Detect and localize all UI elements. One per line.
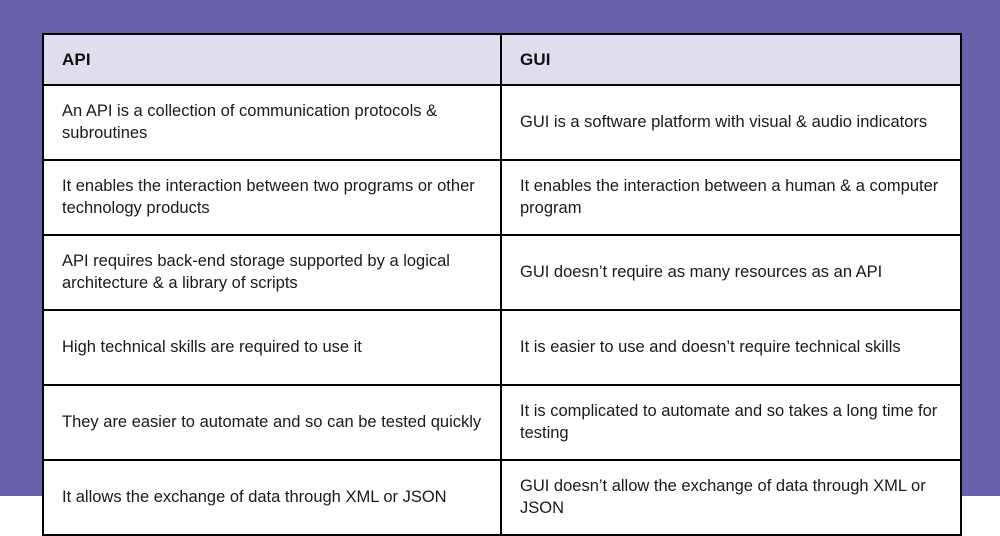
api-vs-gui-comparison-table: API GUI An API is a collection of commun… [42, 33, 962, 536]
cell-api: They are easier to automate and so can b… [42, 384, 502, 461]
cell-gui: It is complicated to automate and so tak… [500, 384, 962, 461]
table-body: An API is a collection of communication … [42, 84, 962, 536]
cell-gui: It is easier to use and doesn’t require … [500, 309, 962, 386]
table-row: It allows the exchange of data through X… [42, 459, 962, 536]
cell-gui: GUI doesn’t require as many resources as… [500, 234, 962, 311]
cell-api: An API is a collection of communication … [42, 84, 502, 161]
table-header-row: API GUI [42, 33, 962, 86]
cell-text: API requires back-end storage supported … [62, 251, 450, 292]
cell-gui: It enables the interaction between a hum… [500, 159, 962, 236]
cell-api: High technical skills are required to us… [42, 309, 502, 386]
cell-text: An API is a collection of communication … [62, 101, 438, 142]
cell-text: GUI doesn’t require as many resources as… [520, 262, 883, 281]
cell-text: GUI is a software platform with visual &… [520, 112, 928, 131]
cell-text: It enables the interaction between two p… [62, 176, 475, 217]
column-header-api: API [42, 33, 502, 86]
cell-text: GUI doesn’t allow the exchange of data t… [520, 476, 926, 517]
cell-api: API requires back-end storage supported … [42, 234, 502, 311]
cell-text: It allows the exchange of data through X… [62, 487, 447, 506]
table-header: API GUI [42, 33, 962, 86]
cell-api: It enables the interaction between two p… [42, 159, 502, 236]
table-row: API requires back-end storage supported … [42, 234, 962, 311]
cell-text: High technical skills are required to us… [62, 337, 362, 356]
table-row: They are easier to automate and so can b… [42, 384, 962, 461]
cell-text: It is easier to use and doesn’t require … [520, 337, 901, 356]
table-row: An API is a collection of communication … [42, 84, 962, 161]
table-row: It enables the interaction between two p… [42, 159, 962, 236]
cell-gui: GUI doesn’t allow the exchange of data t… [500, 459, 962, 536]
cell-api: It allows the exchange of data through X… [42, 459, 502, 536]
column-header-gui: GUI [500, 33, 962, 86]
cell-text: It is complicated to automate and so tak… [520, 401, 938, 442]
comparison-table-container: API GUI An API is a collection of commun… [42, 33, 962, 536]
cell-text: They are easier to automate and so can b… [62, 412, 482, 431]
cell-gui: GUI is a software platform with visual &… [500, 84, 962, 161]
table-row: High technical skills are required to us… [42, 309, 962, 386]
cell-text: It enables the interaction between a hum… [520, 176, 939, 217]
